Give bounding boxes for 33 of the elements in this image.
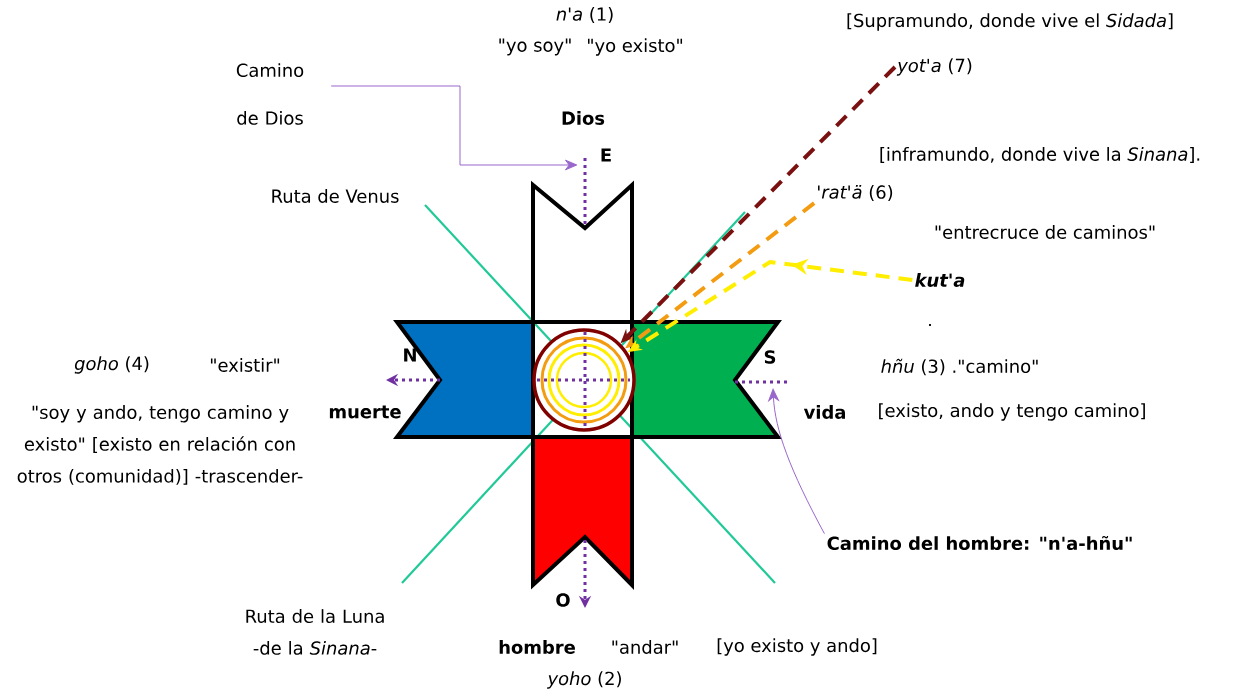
leader-text: Camino del hombre: "n'a-hñu": [827, 535, 1132, 551]
caption-text: hombre: [499, 640, 575, 654]
caption-text: [Supramundo, donde vive el Sidada]: [847, 13, 1173, 31]
caption-text: [existo, ando y tengo camino]: [879, 403, 1145, 421]
caption-text: "yo soy": [499, 38, 571, 56]
leader-text: Camino de Dios: [236, 63, 304, 125]
direction-letter: O: [556, 593, 570, 607]
caption-text: goho (4): [74, 356, 149, 374]
target-circle: [532, 328, 636, 432]
caption-text: vida: [803, 405, 845, 419]
caption-text: Ruta de la Luna -de la Sinana-: [246, 609, 384, 655]
caption-text: yot'a (7): [896, 58, 972, 76]
caption-text: kut'a: [915, 273, 965, 287]
caption-text: [inframundo, donde vive la Sinana].: [880, 147, 1200, 163]
caption-text: [yo existo y ando]: [717, 638, 877, 656]
caption-text: "soy y ando, tengo camino y existo" [existo en relación con otros (comunidad)] -trascender-: [17, 405, 303, 485]
direction-letter: N: [404, 348, 416, 362]
caption-text: hñu (3) ."camino": [881, 358, 1038, 376]
direction-letter: S: [764, 350, 776, 364]
caption-text: muerte: [329, 405, 401, 419]
caption-text: yoho (2): [547, 671, 621, 689]
leader-arrow: [768, 388, 825, 535]
direction-letter: E: [601, 148, 611, 162]
leader-arrow: [330, 85, 578, 171]
caption-text: "entrecruce de caminos": [935, 225, 1155, 239]
caption-text: 'rat'ä (6): [818, 185, 893, 201]
caption-text: .: [929, 323, 931, 327]
caption-text: "yo existo": [588, 38, 683, 56]
caption-text: Dios: [562, 111, 605, 125]
caption-text: Ruta de Venus: [272, 189, 399, 203]
caption-text: "andar": [612, 640, 678, 654]
caption-text: n'a (1): [556, 7, 613, 23]
caption-text: "existir": [210, 358, 280, 372]
